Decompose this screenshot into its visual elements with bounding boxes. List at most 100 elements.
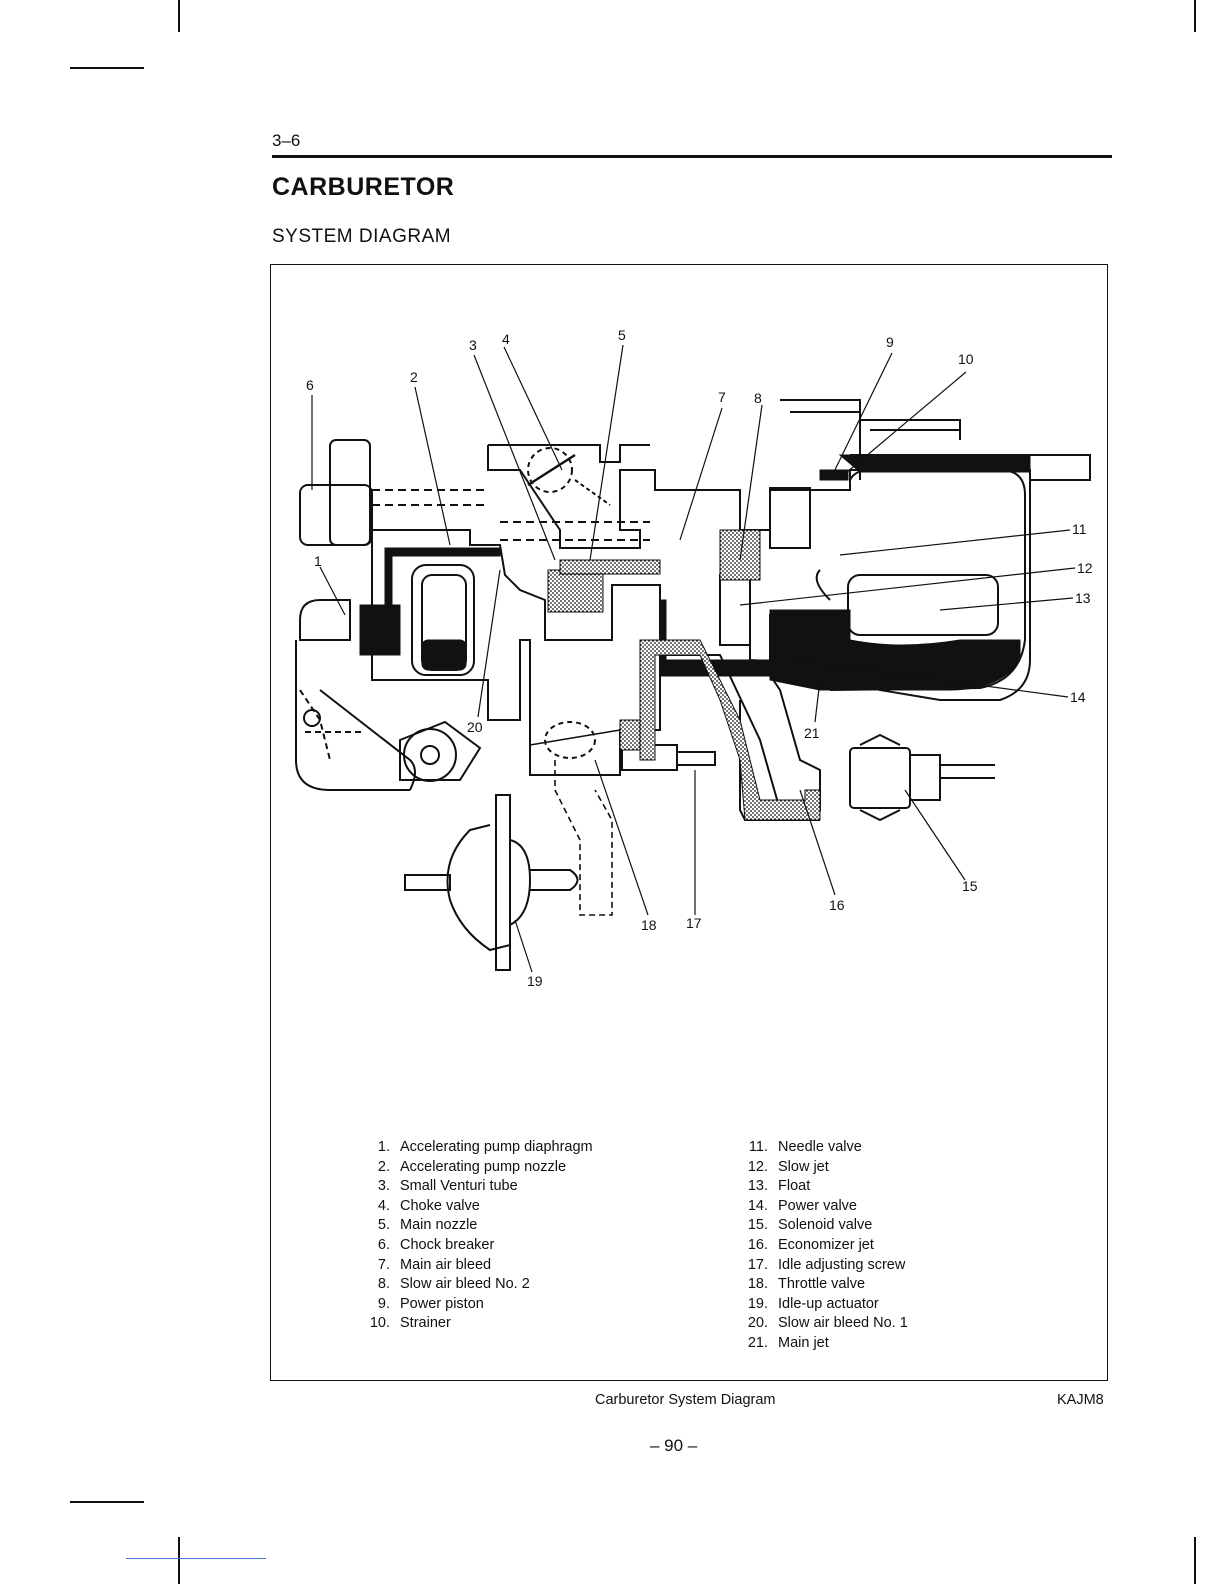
legend-label: Power valve [778,1197,857,1214]
legend-item: 2. Accelerating pump nozzle [360,1158,593,1178]
figure-code: KAJM8 [1057,1392,1104,1408]
legend-item: 19. Idle-up actuator [738,1295,908,1315]
legend-label: Throttle valve [778,1276,866,1293]
legend-number: 8. [377,1276,390,1293]
carburetor-diagram: 1 2 3 4 5 6 7 8 9 10 11 12 13 14 15 16 1… [295,327,1093,989]
legend-item: 9. Power piston [360,1295,593,1315]
legend-number: 2. [377,1158,390,1175]
callout-7: 7 [718,389,726,405]
page-title: CARBURETOR [272,173,455,201]
legend-number: 5. [377,1217,390,1234]
legend-item: 7. Main air bleed [360,1256,593,1276]
legend-label: Slow jet [778,1158,829,1175]
legend-label: Needle valve [778,1139,862,1155]
legend-item: 13. Float [738,1177,908,1197]
callout-18: 18 [641,917,657,933]
figure-caption: Carburetor System Diagram [595,1392,776,1408]
legend-right-column: 11. Needle valve 12. Slow jet 13. Float 14. Pow… [738,1138,908,1354]
callout-6: 6 [306,377,314,393]
legend-label: Slow air bleed No. 2 [400,1276,530,1293]
legend-number: 21. [747,1334,768,1351]
legend-number: 20. [747,1315,768,1332]
legend-item: 8. Slow air bleed No. 2 [360,1275,593,1295]
page-number: – 90 – [650,1436,698,1455]
legend-label: Chock breaker [400,1236,495,1253]
callout-1: 1 [314,553,322,569]
callout-14: 14 [1070,689,1086,705]
callout-5: 5 [618,327,626,343]
legend-item: 21.Main jet [738,1334,908,1354]
crop-mark-bottom-left-vertical [178,1537,180,1584]
legend-label: Idle-up actuator [778,1295,879,1312]
legend-item: 16. Economizer jet [738,1236,908,1256]
legend-number: 3. [377,1178,390,1195]
figure-frame [270,264,1108,1381]
legend-label: Slow air bleed No. 1 [778,1315,908,1332]
callout-19: 19 [527,973,543,989]
legend-left-column: 1. Accelerating pump diaphragm 2. Accelerat… [360,1138,593,1334]
legend-label: Solenoid valve [778,1217,873,1234]
section-subtitle: SYSTEM DIAGRAM [272,226,452,247]
legend-item: 3. Small Venturi tube [360,1177,593,1197]
fuel-passages [359,454,1031,691]
callout-8: 8 [754,390,762,406]
callout-17: 17 [686,915,702,931]
legend-number: 18. [747,1276,768,1293]
leader-lines [311,344,1076,973]
legend-number: 12. [747,1158,768,1175]
crop-mark-bottom-left-horizontal [70,1501,144,1503]
callout-2: 2 [410,369,418,385]
legend-number: 11. [748,1139,768,1155]
crop-mark-top-right-vertical [1194,0,1196,32]
crop-mark-bottom-right-vertical [1194,1537,1196,1584]
legend-item: 4. Choke valve [360,1197,593,1217]
legend-number: 7. [377,1256,390,1273]
callout-11: 11 [1072,521,1087,537]
legend-number: 13. [747,1178,768,1195]
legend-label: Strainer [400,1315,451,1332]
legend-label: Idle adjusting screw [778,1256,906,1273]
legend-number: 10. [369,1315,390,1332]
callout-13: 13 [1075,590,1091,606]
legend-item: 12. Slow jet [738,1158,908,1178]
crop-mark-top-left-vertical [178,0,180,32]
legend-item: 11. Needle valve [738,1138,908,1158]
legend-item: 1. Accelerating pump diaphragm [360,1138,593,1158]
legend-number: 6. [377,1236,390,1253]
callout-15: 15 [962,878,978,894]
header-rule [272,155,1112,158]
legend-label: Choke valve [400,1197,480,1214]
legend-item: 15.Solenoid valve [738,1216,908,1236]
legend-item: 5. Main nozzle [360,1216,593,1236]
legend-label: Main air bleed [400,1256,492,1273]
legend-label: Main nozzle [400,1217,478,1234]
legend-number: 4. [377,1197,390,1214]
crop-mark-bottom-blue-line [126,1558,266,1559]
legend-item: 14. Power valve [738,1197,908,1217]
section-number: 3–6 [272,131,301,150]
crop-mark-top-left-horizontal [70,67,144,69]
legend-number: 17. [747,1256,768,1273]
callout-9: 9 [886,334,894,350]
legend-item: 17. Idle adjusting screw [738,1256,908,1276]
callout-numbers: 1 2 3 4 5 6 7 8 9 10 11 12 13 14 15 16 1… [306,327,1093,989]
legend-number: 16. [747,1236,768,1253]
legend-label: Power piston [400,1295,484,1312]
legend-number: 14. [747,1197,768,1214]
legend-label: Small Venturi tube [400,1178,518,1195]
callout-4: 4 [502,331,510,347]
legend-item: 20. Slow air bleed No. 1 [738,1314,908,1334]
legend-label: Economizer jet [778,1236,874,1253]
legend-number: 9. [377,1295,390,1312]
legend-item: 18. Throttle valve [738,1275,908,1295]
legend-label: Accelerating pump nozzle [400,1158,567,1175]
callout-21: 21 [804,725,820,741]
callout-10: 10 [958,351,974,367]
callout-3: 3 [469,337,477,353]
legend-label: Accelerating pump diaphragm [400,1139,593,1155]
callout-16: 16 [829,897,845,913]
legend-number: 19. [747,1295,768,1312]
callout-12: 12 [1077,560,1093,576]
legend-label: Float [778,1178,811,1195]
legend-number: 1. [377,1139,390,1155]
